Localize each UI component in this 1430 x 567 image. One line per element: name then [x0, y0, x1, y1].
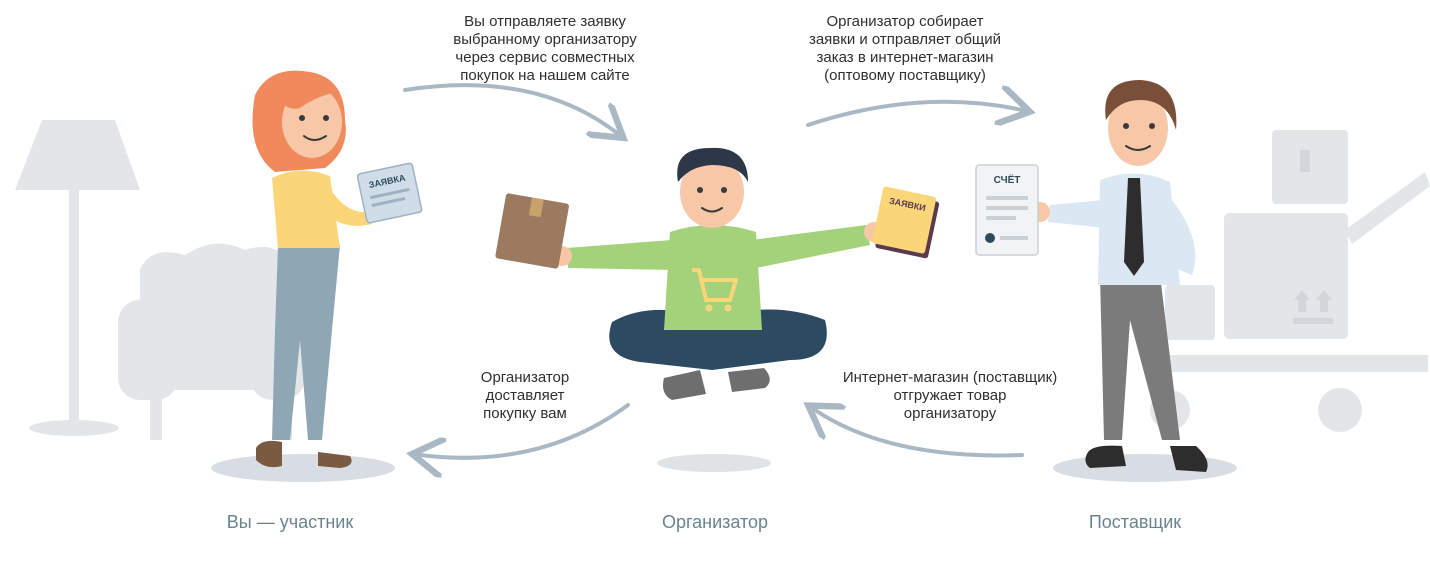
caption-line: отгружает товар	[893, 387, 1007, 404]
caption-line: покупку вам	[483, 405, 567, 422]
role-label-organizer: Организатор	[661, 512, 769, 532]
arrow-supplier-to-organizer	[815, 410, 1024, 458]
caption-line: Интернет-магазин (поставщик)	[842, 369, 1058, 386]
organizer-man-figure: ЗАЯВКИ	[495, 147, 940, 400]
floor-lamp-icon	[15, 120, 140, 436]
supplier-man-figure: СЧЁТ	[975, 80, 1208, 472]
supplier-floor-shadow	[1053, 454, 1237, 482]
invoice-document: СЧЁТ	[975, 164, 1039, 256]
role-label-participant: Вы — участник	[226, 512, 354, 532]
participant-woman-figure: ЗАЯВКА	[252, 70, 423, 468]
arrow-participant-to-organizer	[403, 83, 617, 133]
caption-line: Организатор собирает	[826, 13, 984, 30]
caption-deliver-purchase: Организатор доставляет покупку вам	[440, 369, 610, 423]
caption-line: через сервис совместных	[455, 49, 635, 66]
caption-line: доставляет	[485, 387, 565, 404]
caption-line: покупок на нашем сайте	[460, 67, 630, 84]
participant-floor-shadow	[211, 454, 395, 482]
requests-document: ЗАЯВКИ	[872, 186, 940, 259]
caption-line: Вы отправляете заявку	[464, 13, 626, 30]
caption-line: заявки и отправляет общий	[808, 31, 1002, 48]
parcel-box	[495, 193, 569, 269]
arrow-organizer-to-supplier	[806, 102, 1022, 125]
role-label-supplier: Поставщик	[1088, 512, 1182, 532]
caption-send-request: Вы отправляете заявку выбранному организ…	[405, 13, 685, 85]
cargo-trolley-icon	[1145, 130, 1430, 432]
caption-ship-goods: Интернет-магазин (поставщик) отгружает т…	[820, 369, 1080, 423]
request-document: ЗАЯВКА	[356, 162, 423, 224]
caption-line: организатору	[903, 405, 997, 422]
arrow-organizer-to-participant	[420, 403, 630, 458]
caption-line: заказ в интернет-магазин	[816, 49, 994, 66]
caption-line: (оптовому поставщику)	[824, 67, 986, 84]
organizer-floor-shadow	[657, 454, 771, 472]
svg-text:СЧЁТ: СЧЁТ	[994, 173, 1021, 186]
caption-collect-orders: Организатор собирает заявки и отправляет…	[790, 13, 1020, 85]
caption-line: Организатор	[480, 369, 570, 386]
caption-line: выбранному организатору	[453, 31, 637, 48]
